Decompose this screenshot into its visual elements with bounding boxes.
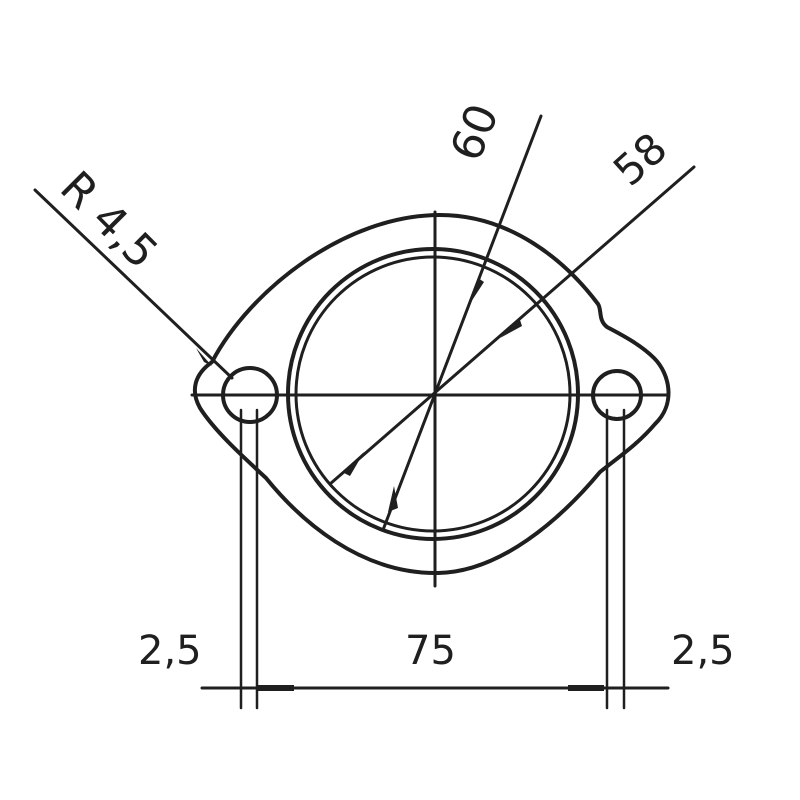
inner-diameter-arrow-top <box>500 320 522 338</box>
dimension-tick-left <box>258 685 294 691</box>
radius-leader-line <box>33 188 234 380</box>
dimension-tick-right <box>568 685 604 691</box>
outer-diameter-leader-line <box>381 114 543 532</box>
left-offset-label: 2,5 <box>138 628 202 674</box>
right-offset-label: 2,5 <box>671 628 735 674</box>
outer-diameter-arrow-bottom <box>388 486 398 512</box>
bolt-spacing-label: 75 <box>405 628 456 674</box>
radius-leader-arrow <box>196 348 212 366</box>
inner-diameter-arrow-bottom <box>342 452 364 476</box>
outer-diameter-arrow-top <box>471 278 484 302</box>
outer-diameter-label: 60 <box>441 97 509 168</box>
inner-diameter-leader-line <box>328 165 696 486</box>
inner-diameter-label: 58 <box>604 123 677 195</box>
flange-outline <box>192 213 671 576</box>
